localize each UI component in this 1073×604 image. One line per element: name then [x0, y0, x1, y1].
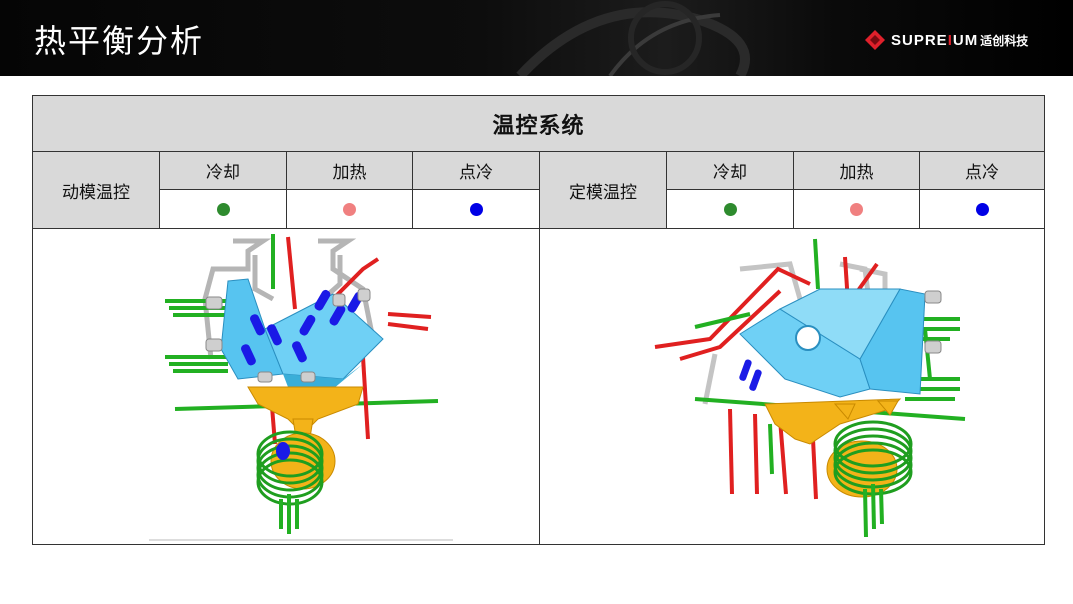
legend-cell-spot-cooling — [920, 190, 1044, 229]
column-header-cooling: 冷却 — [667, 152, 794, 190]
group-label-moving-mold: 动模温控 — [33, 152, 160, 229]
legend-cell-spot-cooling — [413, 190, 540, 229]
brand-logo: SUPREIUM 适创科技 — [864, 28, 1028, 52]
moving-mold-model-image — [33, 229, 539, 544]
legend-cell-cooling — [160, 190, 287, 229]
logo-chinese-name: 适创科技 — [980, 33, 1029, 48]
image-divider — [539, 229, 540, 544]
table-title: 温控系统 — [33, 96, 1044, 152]
pink-dot-icon — [850, 202, 863, 216]
column-header-heating: 加热 — [794, 152, 920, 190]
model-images-row — [33, 229, 1044, 544]
logo-mark-icon — [865, 30, 885, 50]
group-label-fixed-mold: 定模温控 — [540, 152, 667, 229]
logo-wordmark: SUPREIUM — [891, 31, 979, 49]
temperature-control-table: 温控系统 动模温控 冷却 加热 点冷 定模温控 冷却 加热 点冷 — [32, 95, 1045, 545]
green-dot-icon — [216, 202, 230, 216]
header-bar: 热平衡分析 SUPREIUM 适创科技 — [0, 0, 1073, 76]
column-header-spot-cooling: 点冷 — [920, 152, 1044, 190]
fixed-mold-model-image — [540, 229, 1044, 544]
legend-cell-heating — [794, 190, 920, 229]
header-background-art — [516, 1, 750, 76]
column-header-heating: 加热 — [287, 152, 413, 190]
blue-dot-icon — [469, 202, 483, 216]
column-header-spot-cooling: 点冷 — [413, 152, 540, 190]
legend-cell-cooling — [667, 190, 794, 229]
fixed-mold-cad-illustration — [654, 238, 966, 538]
moving-mold-cad-illustration — [149, 234, 453, 541]
legend-cell-heating — [287, 190, 413, 229]
column-header-cooling: 冷却 — [160, 152, 287, 190]
page-title: 热平衡分析 — [34, 22, 205, 60]
green-dot-icon — [723, 202, 737, 216]
blue-dot-icon — [975, 202, 989, 216]
pink-dot-icon — [343, 202, 356, 216]
